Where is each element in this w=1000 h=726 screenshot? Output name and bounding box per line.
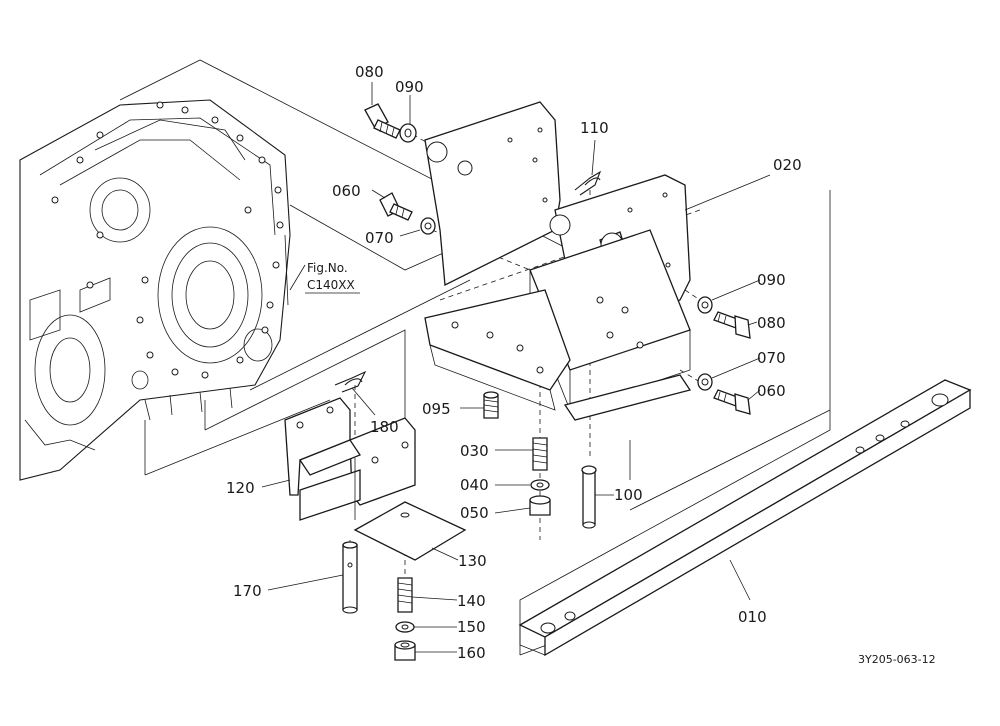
upper-bracket-plate — [424, 101, 561, 287]
drawbar-010 — [518, 379, 972, 657]
label-130: 130 — [458, 552, 487, 570]
bolt-060-right — [713, 389, 751, 415]
label-090-right: 090 — [757, 271, 786, 289]
leader-lines — [261, 82, 771, 653]
label-150: 150 — [457, 618, 486, 636]
lower-bracket-120 — [284, 397, 416, 521]
label-070-right: 070 — [757, 349, 786, 367]
part-labels: 080 090 110 020 060 070 090 080 070 060 … — [226, 63, 802, 662]
lower-plate — [424, 289, 571, 411]
label-060-left: 060 — [332, 182, 361, 200]
bolt-080-right — [713, 311, 751, 339]
label-080-upper: 080 — [355, 63, 384, 81]
drawbar-support-block — [529, 229, 692, 421]
washer-070-right — [697, 373, 713, 391]
washer-070-left — [420, 217, 436, 235]
stud-095 — [483, 391, 499, 419]
label-110: 110 — [580, 119, 609, 137]
label-160: 160 — [457, 644, 486, 662]
transmission-housing — [19, 99, 291, 481]
label-050: 050 — [460, 504, 489, 522]
label-180: 180 — [370, 418, 399, 436]
nut-050 — [529, 495, 551, 516]
bolt-080-upper — [364, 103, 401, 139]
plate-130 — [353, 501, 467, 561]
bolt-030 — [532, 437, 548, 471]
bolt-060-left — [379, 192, 413, 221]
figure-reference: Fig.No. C140XX — [305, 261, 360, 294]
label-060-right: 060 — [757, 382, 786, 400]
figure-ref-line1: Fig.No. — [307, 261, 348, 275]
snap-pin-180 — [334, 370, 367, 393]
label-080-right: 080 — [757, 314, 786, 332]
pin-170 — [342, 541, 358, 614]
snap-pin-110 — [574, 170, 602, 196]
washer-090-upper — [399, 123, 417, 143]
label-010: 010 — [738, 608, 767, 626]
label-070-left: 070 — [365, 229, 394, 247]
label-040: 040 — [460, 476, 489, 494]
drawing-code: 3Y205-063-12 — [858, 653, 936, 666]
nut-160 — [394, 640, 416, 661]
figure-ref-line2: C140XX — [307, 278, 355, 292]
label-170: 170 — [233, 582, 262, 600]
label-090-upper: 090 — [395, 78, 424, 96]
label-100: 100 — [614, 486, 643, 504]
label-030: 030 — [460, 442, 489, 460]
bolt-140 — [397, 577, 413, 613]
label-020: 020 — [773, 156, 802, 174]
label-120: 120 — [226, 479, 255, 497]
label-140: 140 — [457, 592, 486, 610]
washer-040 — [530, 479, 550, 491]
washer-090-right — [697, 296, 713, 314]
label-095: 095 — [422, 400, 451, 418]
pin-100 — [581, 465, 597, 529]
washer-150 — [395, 621, 415, 633]
